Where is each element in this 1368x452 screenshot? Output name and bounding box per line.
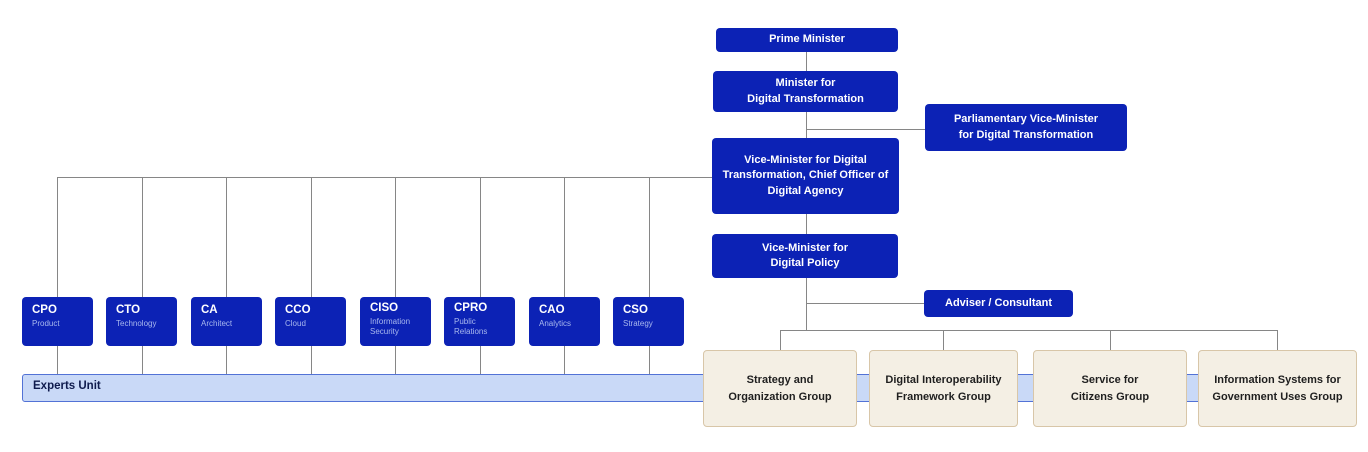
connector-drop-group-4	[1277, 330, 1278, 350]
role-cso-acronym: CSO	[623, 304, 648, 316]
connector-branch-parliamentary	[806, 129, 925, 130]
connector-vmdt-vmdp	[806, 214, 807, 234]
node-vice-minister-transformation: Vice-Minister for Digital Transformation…	[712, 138, 899, 214]
connector-branch-adviser	[806, 303, 924, 304]
connector-drop-cpo	[57, 177, 58, 297]
role-cto-label: Technology	[116, 318, 157, 328]
role-cpo-acronym: CPO	[32, 304, 57, 316]
connector-cao-bar	[564, 346, 565, 374]
node-parliamentary-vice-minister: Parliamentary Vice-Minister for Digital …	[925, 104, 1127, 151]
node-minister-digital-transformation: Minister for Digital Transformation	[713, 71, 898, 112]
role-cto: CTO Technology	[106, 297, 177, 346]
connector-pm-minister	[806, 52, 807, 71]
role-cpo-label: Product	[32, 318, 60, 328]
node-prime-minister: Prime Minister	[716, 28, 898, 52]
connector-cco-bar	[311, 346, 312, 374]
role-cpro: CPRO Public Relations	[444, 297, 515, 346]
role-cto-acronym: CTO	[116, 304, 141, 316]
node-adviser-consultant: Adviser / Consultant	[924, 290, 1073, 317]
connector-cpo-bar	[57, 346, 58, 374]
connector-drop-cto	[142, 177, 143, 297]
experts-unit-label: Experts Unit	[33, 380, 101, 392]
connector-drop-group-2	[943, 330, 944, 350]
role-cco: CCO Cloud	[275, 297, 346, 346]
connector-drop-ciso	[395, 177, 396, 297]
role-cao-label: Analytics	[539, 318, 572, 328]
connector-cso-bar	[649, 346, 650, 374]
role-cpro-label: Public Relations	[454, 316, 488, 337]
role-cco-acronym: CCO	[285, 304, 311, 316]
group-strategy-organization: Strategy and Organization Group	[703, 350, 857, 427]
role-ca-acronym: CA	[201, 304, 218, 316]
role-ca-label: Architect	[201, 318, 233, 328]
connector-drop-ca	[226, 177, 227, 297]
connector-ciso-bar	[395, 346, 396, 374]
role-ciso-label: Information Security	[370, 316, 411, 337]
role-cco-label: Cloud	[285, 318, 306, 328]
connector-cto-bar	[142, 346, 143, 374]
connector-cpro-bar	[480, 346, 481, 374]
connector-minister-vm	[806, 112, 807, 138]
role-cpro-acronym: CPRO	[454, 302, 488, 314]
role-cao-acronym: CAO	[539, 304, 565, 316]
role-cao: CAO Analytics	[529, 297, 600, 346]
group-digital-interoperability: Digital Interoperability Framework Group	[869, 350, 1018, 427]
role-cso-label: Strategy	[623, 318, 653, 328]
connector-groups-bus	[780, 330, 1277, 331]
role-ciso-acronym: CISO	[370, 302, 399, 314]
connector-experts-bus	[57, 177, 712, 178]
connector-ca-bar	[226, 346, 227, 374]
connector-drop-cco	[311, 177, 312, 297]
role-cpo: CPO Product	[22, 297, 93, 346]
connector-drop-cso	[649, 177, 650, 297]
connector-drop-cao	[564, 177, 565, 297]
node-vice-minister-policy: Vice-Minister for Digital Policy	[712, 234, 898, 278]
role-ciso: CISO Information Security	[360, 297, 431, 346]
connector-drop-group-3	[1110, 330, 1111, 350]
connector-drop-cpro	[480, 177, 481, 297]
role-cso: CSO Strategy	[613, 297, 684, 346]
role-ca: CA Architect	[191, 297, 262, 346]
connector-drop-group-1	[780, 330, 781, 350]
connector-vmdp-groups-trunk	[806, 278, 807, 330]
group-information-systems: Information Systems for Government Uses …	[1198, 350, 1357, 427]
group-service-citizens: Service for Citizens Group	[1033, 350, 1187, 427]
